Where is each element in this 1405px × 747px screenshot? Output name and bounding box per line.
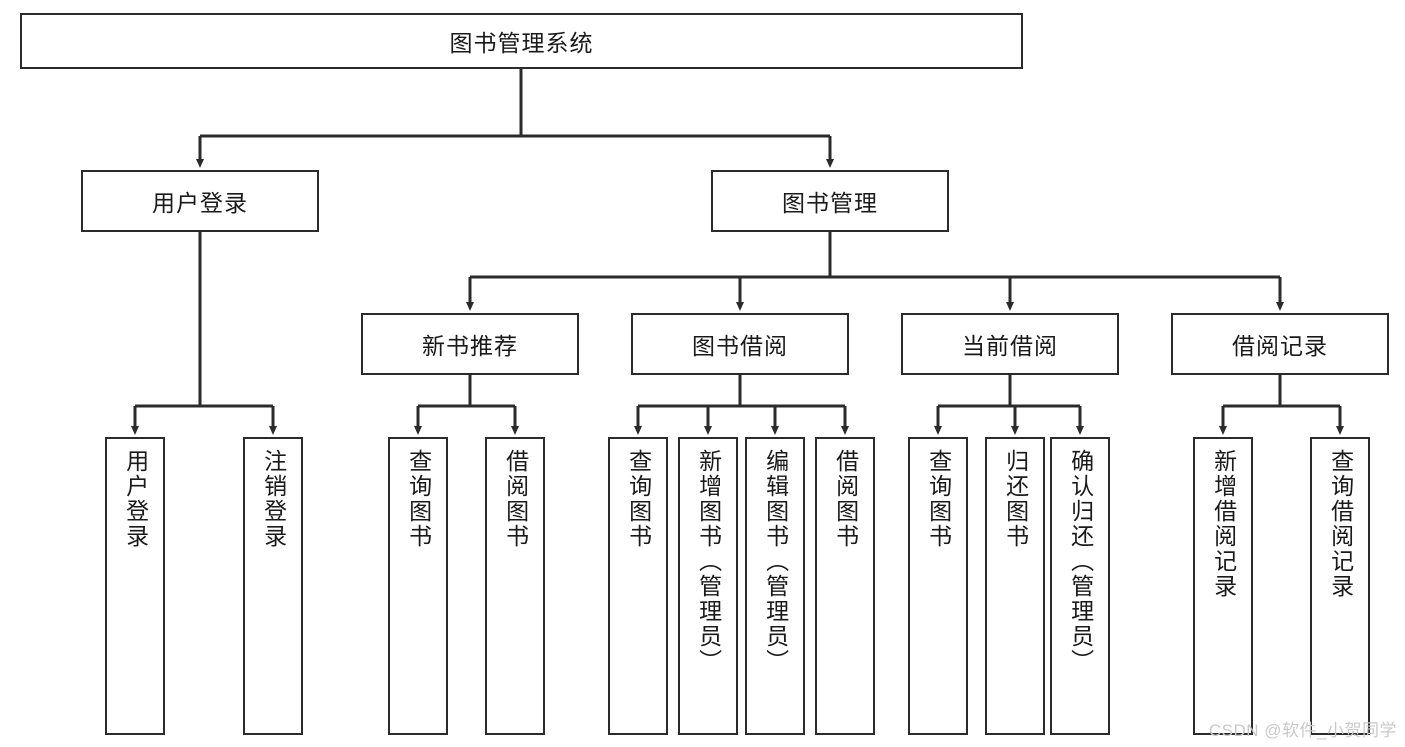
node-leaf-4-label: 查询图书 xyxy=(625,449,652,549)
node-level2-1[interactable]: 图书管理 xyxy=(711,170,949,232)
watermark: CSDN @软件_小贺同学 xyxy=(1208,721,1397,740)
node-leaf-9[interactable]: 归还图书 xyxy=(985,437,1045,735)
node-leaf-2-label: 查询图书 xyxy=(405,449,432,549)
node-root-label: 图书管理系统 xyxy=(449,30,594,56)
node-leaf-8-label: 查询图书 xyxy=(925,449,952,549)
node-level3-2[interactable]: 当前借阅 xyxy=(901,313,1119,375)
node-leaf-4[interactable]: 查询图书 xyxy=(608,437,668,735)
node-level3-2-label: 当前借阅 xyxy=(962,333,1058,359)
node-leaf-5[interactable]: 新增图书（管理员） xyxy=(678,437,738,735)
node-leaf-9-label: 归还图书 xyxy=(1002,449,1029,549)
node-leaf-1[interactable]: 注销登录 xyxy=(243,437,303,735)
node-leaf-11[interactable]: 新增借阅记录 xyxy=(1193,437,1253,735)
node-leaf-6-label: 编辑图书（管理员） xyxy=(762,449,789,674)
node-leaf-3-label: 借阅图书 xyxy=(502,449,529,549)
node-leaf-5-label: 新增图书（管理员） xyxy=(695,449,722,674)
node-level3-3[interactable]: 借阅记录 xyxy=(1171,313,1389,375)
node-leaf-1-label: 注销登录 xyxy=(260,449,287,549)
node-leaf-10[interactable]: 确认归还（管理员） xyxy=(1050,437,1110,735)
node-level3-1-label: 图书借阅 xyxy=(692,333,788,359)
node-leaf-12[interactable]: 查询借阅记录 xyxy=(1310,437,1370,735)
node-leaf-10-label: 确认归还（管理员） xyxy=(1067,449,1094,674)
node-leaf-11-label: 新增借阅记录 xyxy=(1210,449,1237,599)
node-level2-1-label: 图书管理 xyxy=(782,190,878,216)
node-level2-0[interactable]: 用户登录 xyxy=(81,170,319,232)
node-level3-0-label: 新书推荐 xyxy=(422,333,518,359)
node-leaf-7-label: 借阅图书 xyxy=(832,449,859,549)
node-leaf-3[interactable]: 借阅图书 xyxy=(485,437,545,735)
node-root[interactable]: 图书管理系统 xyxy=(20,13,1023,69)
node-leaf-0-label: 用户登录 xyxy=(122,449,149,549)
node-leaf-7[interactable]: 借阅图书 xyxy=(815,437,875,735)
node-level3-3-label: 借阅记录 xyxy=(1232,333,1328,359)
node-leaf-0[interactable]: 用户登录 xyxy=(105,437,165,735)
node-leaf-2[interactable]: 查询图书 xyxy=(388,437,448,735)
node-level3-0[interactable]: 新书推荐 xyxy=(361,313,579,375)
node-leaf-8[interactable]: 查询图书 xyxy=(908,437,968,735)
node-level3-1[interactable]: 图书借阅 xyxy=(631,313,849,375)
node-leaf-12-label: 查询借阅记录 xyxy=(1327,449,1354,599)
node-level2-0-label: 用户登录 xyxy=(152,190,248,216)
node-leaf-6[interactable]: 编辑图书（管理员） xyxy=(745,437,805,735)
